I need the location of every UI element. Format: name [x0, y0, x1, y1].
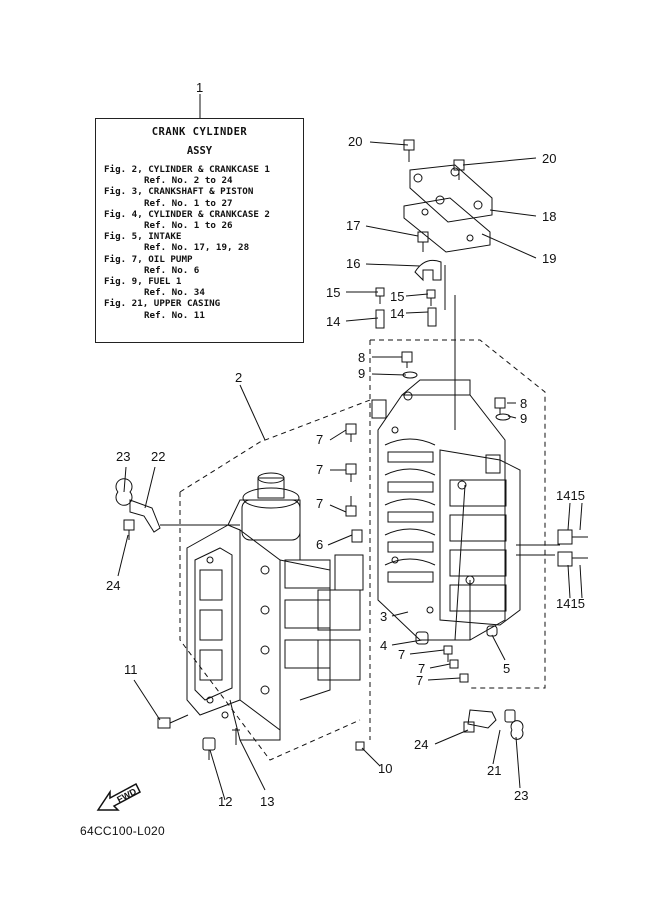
callout-7e: 7: [418, 661, 425, 676]
callout-9b: 9: [520, 411, 527, 426]
callout-23b: 23: [514, 788, 528, 803]
legend-subtitle: ASSY: [186, 145, 213, 157]
callout-22: 22: [151, 449, 165, 464]
callout-1415a: 1415: [556, 488, 585, 503]
legend-fig: Fig. 4, CYLINDER & CRANKCASE 2: [104, 208, 270, 220]
callout-21: 21: [487, 763, 501, 778]
legend-ref: Ref. No. 1 to 27: [144, 197, 233, 209]
callout-14a: 14: [326, 314, 340, 329]
callout-7c: 7: [316, 496, 323, 511]
callout-10: 10: [378, 761, 392, 776]
assembly-legend-box: CRANK CYLINDER ASSY Fig. 2, CYLINDER & C…: [95, 118, 304, 343]
legend-ref: Ref. No. 2 to 24: [144, 175, 233, 187]
callout-12: 12: [218, 794, 232, 809]
dashed-assembly-outline: [179, 339, 546, 761]
small-fasteners: [115, 139, 588, 760]
callout-7d: 7: [398, 647, 405, 662]
legend-ref: Ref. No. 6: [144, 264, 200, 276]
callout-5: 5: [503, 661, 510, 676]
cylinder-head-cover: [403, 164, 493, 253]
part-code: 64CC100-L020: [80, 824, 165, 838]
legend-fig: Fig. 5, INTAKE: [104, 231, 182, 243]
crankcase-right: [371, 379, 521, 641]
legend-ref: Ref. No. 17, 19, 28: [144, 242, 250, 254]
legend-fig: Fig. 21, UPPER CASING: [104, 298, 221, 310]
legend-ref: Ref. No. 11: [144, 309, 205, 321]
callout-7f: 7: [416, 673, 423, 688]
callout-14b: 14: [390, 306, 404, 321]
leader-lines: [117, 94, 583, 801]
callout-4: 4: [380, 638, 387, 653]
callout-7a: 7: [316, 432, 323, 447]
callout-20a: 20: [348, 134, 362, 149]
legend-title: CRANK CYLINDER: [151, 126, 248, 138]
callout-20b: 20: [542, 151, 556, 166]
callout-15a: 15: [326, 285, 340, 300]
callout-1: 1: [196, 80, 203, 95]
callout-24b: 24: [414, 737, 428, 752]
callout-labels: 1 2 3 4 5 6 7 7 7 7 7 7 8 8 9 9 10 11 12…: [106, 80, 585, 809]
callout-3: 3: [380, 609, 387, 624]
cylinder-block-left: [186, 472, 364, 741]
callout-19: 19: [542, 251, 556, 266]
callout-17: 17: [346, 218, 360, 233]
legend-fig: Fig. 7, OIL PUMP: [104, 253, 193, 265]
callout-16: 16: [346, 256, 360, 271]
callout-13: 13: [260, 794, 274, 809]
legend-fig: Fig. 3, CRANKSHAFT & PISTON: [104, 186, 254, 198]
callout-8a: 8: [358, 350, 365, 365]
callout-18: 18: [542, 209, 556, 224]
callout-7b: 7: [316, 462, 323, 477]
legend-ref: Ref. No. 1 to 26: [144, 220, 233, 232]
callout-23a: 23: [116, 449, 130, 464]
callout-15b: 15: [390, 289, 404, 304]
legend-ref: Ref. No. 34: [144, 287, 205, 299]
callout-11: 11: [124, 662, 138, 677]
fwd-arrow-icon: FWD: [96, 782, 141, 811]
callout-6: 6: [316, 537, 323, 552]
callout-24a: 24: [106, 578, 120, 593]
callout-9a: 9: [358, 366, 365, 381]
callout-2: 2: [235, 370, 242, 385]
legend-fig: Fig. 2, CYLINDER & CRANKCASE 1: [104, 164, 270, 175]
callout-1415b: 1415: [556, 596, 585, 611]
callout-8b: 8: [520, 396, 527, 411]
legend-fig: Fig. 9, FUEL 1: [104, 276, 182, 288]
